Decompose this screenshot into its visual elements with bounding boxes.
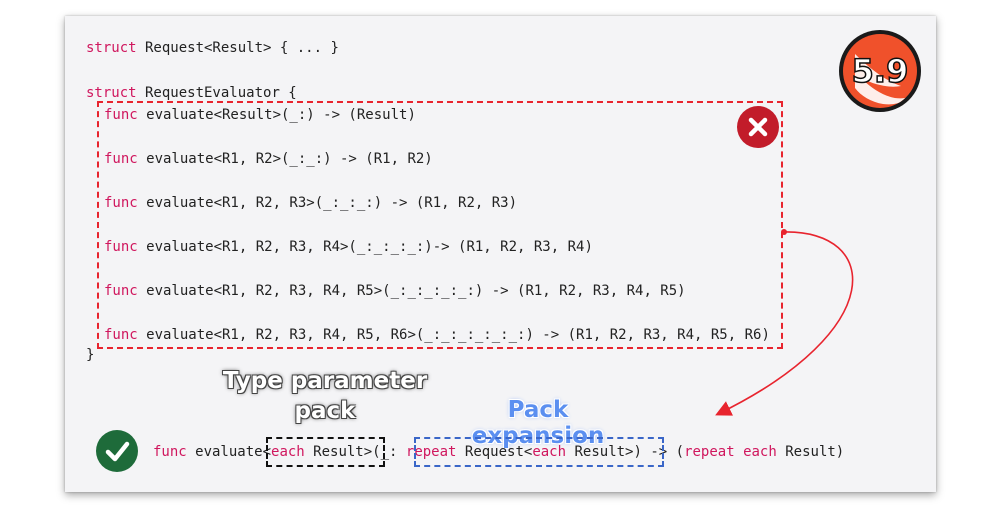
pack-expansion-label: Pack expansion	[471, 397, 605, 449]
success-badge	[96, 430, 138, 472]
overload-line-4: func evaluate<R1, R2, R3, R4>(_:_:_:_:)-…	[104, 239, 593, 255]
overload-line-1: func evaluate<Result>(_:) -> (Result)	[104, 107, 416, 123]
swift-version-text: 5.9	[851, 51, 909, 91]
swift-logo-icon	[855, 54, 915, 105]
request-struct-line: struct Request<Result> { ... }	[86, 40, 339, 56]
type-parameter-pack-box	[266, 437, 385, 467]
close-icon	[748, 117, 768, 137]
overload-line-2: func evaluate<R1, R2>(_:_:) -> (R1, R2)	[104, 151, 433, 167]
arrow-curve	[715, 231, 854, 416]
overload-line-3: func evaluate<R1, R2, R3>(_:_:_:) -> (R1…	[104, 195, 518, 211]
slide-card	[65, 16, 936, 492]
overloads-error-box	[97, 101, 783, 349]
evaluator-closing-brace: }	[86, 347, 95, 363]
error-badge	[737, 106, 779, 148]
overload-line-6: func evaluate<R1, R2, R3, R4, R5, R6>(_:…	[104, 327, 770, 343]
type-parameter-pack-label: Type parameter pack	[222, 368, 428, 424]
evaluator-struct-line: struct RequestEvaluator {	[86, 85, 297, 101]
pack-expansion-box	[414, 437, 664, 467]
checkmark-icon	[105, 441, 130, 462]
overload-line-5: func evaluate<R1, R2, R3, R4, R5>(_:_:_:…	[104, 283, 686, 299]
swift-version-badge: 5.9	[839, 30, 921, 112]
